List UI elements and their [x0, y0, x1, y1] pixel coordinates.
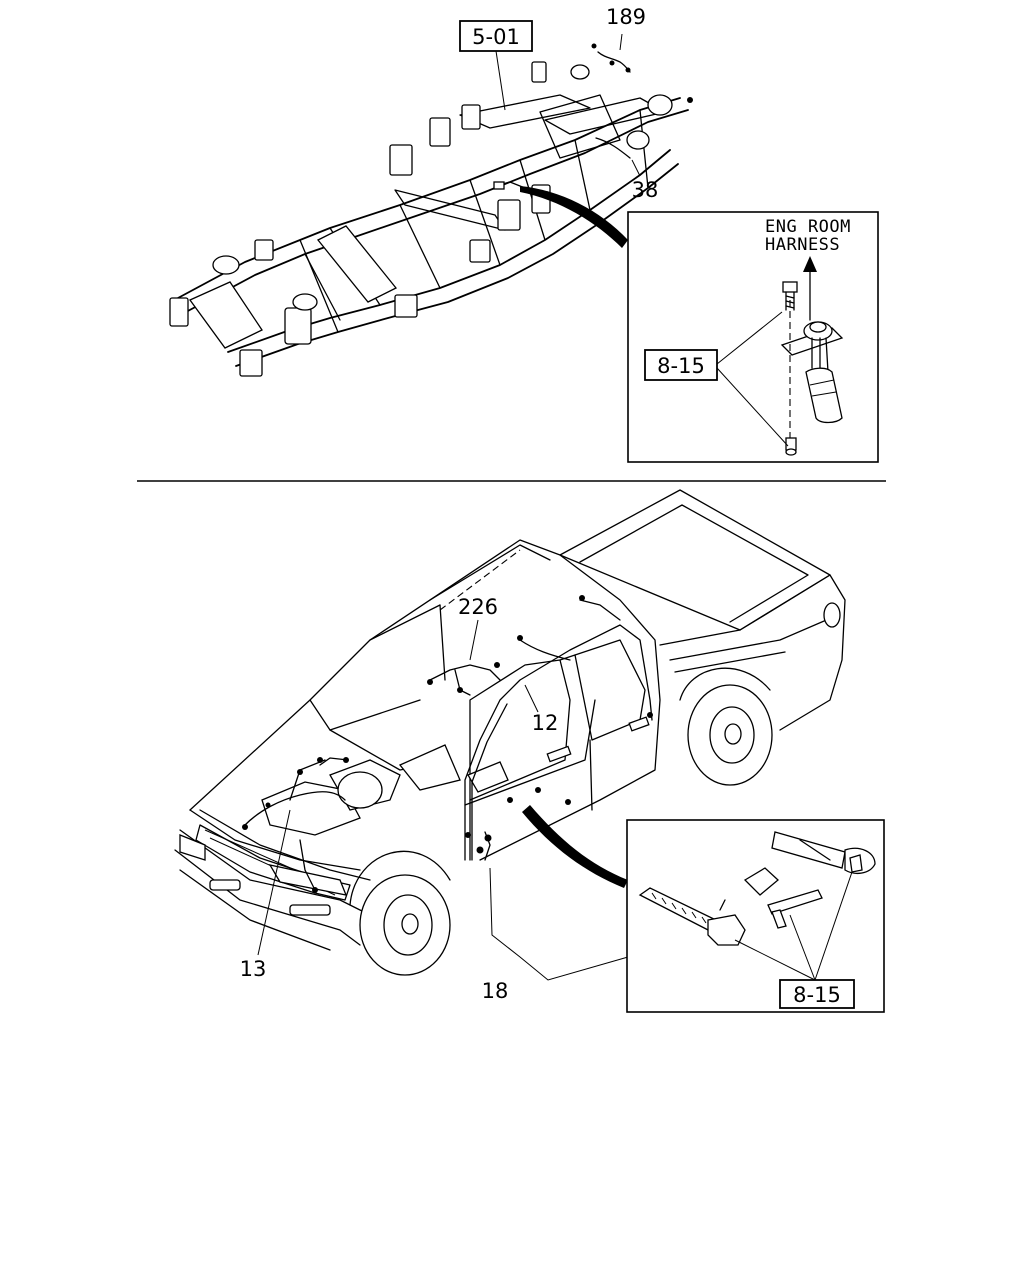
callout-18: 18 [482, 979, 509, 1003]
frame-reference-label: 5-01 [472, 25, 520, 49]
frame-reference-callout: 5-01 [459, 20, 533, 111]
detail-caption-line1: ENG ROOM [765, 217, 851, 237]
clip-reference-upper: 8-15 [657, 354, 705, 378]
callout-12-leader [524, 684, 539, 713]
callout-38-leader [631, 159, 641, 177]
callout-189: 189 [606, 5, 646, 29]
clip-reference-lower: 8-15 [793, 983, 841, 1007]
upper-detail-panel: ENG ROOM HARNESS 8-15 [627, 211, 879, 463]
callout-226-leader [469, 619, 479, 661]
detail-caption-line2: HARNESS [765, 235, 840, 255]
chassis-frame-illustration [169, 33, 693, 377]
lower-detail-panel: 8-15 [626, 819, 885, 1013]
callout-226: 226 [458, 595, 498, 619]
callout-18-leader [489, 867, 629, 981]
callout-38: 38 [632, 178, 659, 202]
callout-13-leader [257, 809, 291, 956]
pickup-truck-illustration [174, 489, 846, 976]
callout-13: 13 [240, 957, 267, 981]
callout-12: 12 [532, 711, 559, 735]
